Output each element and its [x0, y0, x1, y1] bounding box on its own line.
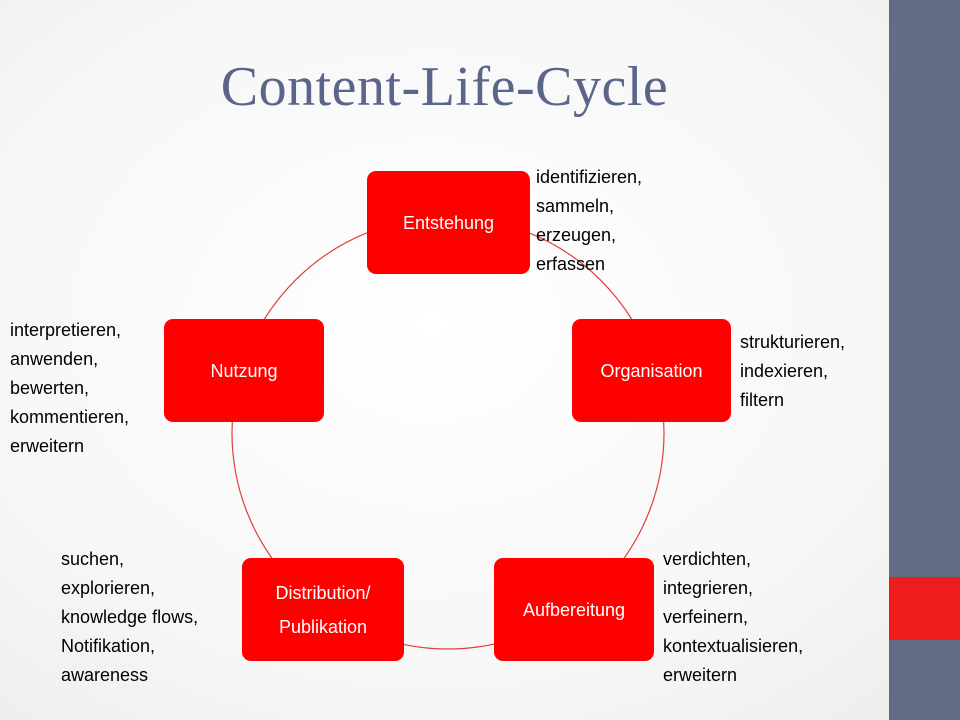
- note-organisation: strukturieren, indexieren, filtern: [740, 332, 846, 410]
- note-distribution: suchen, explorieren, knowledge flows, No…: [61, 549, 199, 685]
- stage-entstehung: Entstehung: [367, 171, 530, 274]
- note-aufbereitung: verdichten, integrieren, verfeinern, kon…: [663, 549, 804, 685]
- stage-distribution: Distribution/ Publikation: [242, 558, 404, 661]
- stage-entstehung-label: Entstehung: [402, 212, 495, 233]
- stage-nutzung-label: Nutzung: [210, 360, 278, 381]
- stage-organisation: Organisation: [572, 319, 731, 422]
- stage-nutzung: Nutzung: [164, 319, 324, 422]
- stage-organisation-label: Organisation: [600, 360, 703, 381]
- slide-title: Content-Life-Cycle: [220, 56, 669, 118]
- stage-distribution-label-line1: Distribution/: [275, 582, 371, 603]
- stage-distribution-label-line2: Publikation: [278, 616, 368, 637]
- stage-aufbereitung-label: Aufbereitung: [522, 599, 626, 620]
- note-nutzung: interpretieren, anwenden, bewerten, komm…: [10, 320, 130, 456]
- stage-aufbereitung: Aufbereitung: [494, 558, 654, 661]
- sidebar-accent-block: [889, 577, 960, 640]
- note-entstehung: identifizieren, sammeln, erzeugen, erfas…: [536, 167, 643, 274]
